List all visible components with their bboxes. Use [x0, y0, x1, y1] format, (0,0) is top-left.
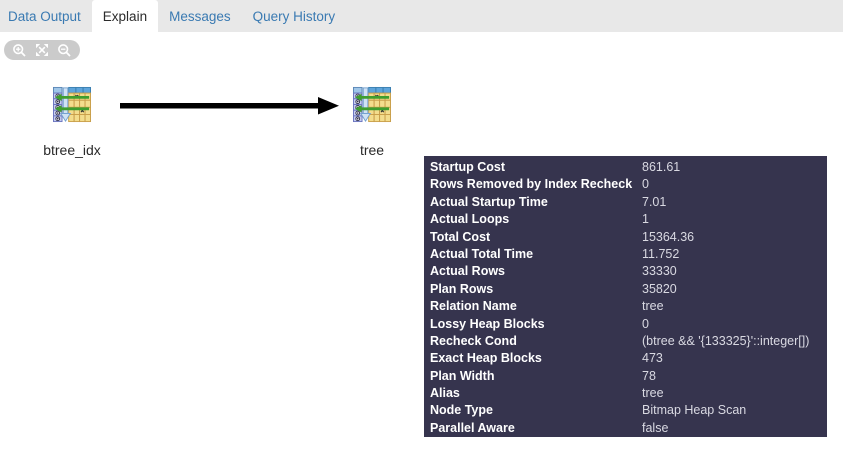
detail-row: Relation Name tree [430, 298, 827, 315]
tab-query-history[interactable]: Query History [252, 8, 336, 24]
plan-node-btree-idx[interactable]: btree_idx [12, 86, 132, 158]
plan-node-label: btree_idx [43, 142, 101, 158]
detail-value: 861.61 [642, 160, 681, 174]
detail-value: tree [642, 299, 664, 314]
plan-edge-arrow [119, 94, 340, 122]
plan-node-tree[interactable]: tree [312, 86, 432, 158]
bitmap-index-scan-icon [53, 86, 91, 123]
detail-row: Lossy Heap Blocks 0 [430, 316, 827, 333]
detail-label: Lossy Heap Blocks [430, 316, 545, 331]
detail-label: Plan Width [430, 368, 495, 383]
detail-row: Exact Heap Blocks 473 [430, 350, 827, 367]
detail-value: Bitmap Heap Scan [642, 403, 747, 418]
detail-label: Node Type [430, 403, 493, 418]
detail-label: Rows Removed by Index Recheck [430, 177, 633, 192]
detail-value: 0 [642, 177, 649, 192]
detail-value: 15364.36 [642, 229, 695, 244]
detail-row: Actual Total Time 11.752 [430, 246, 827, 263]
detail-row: Recheck Cond (btree && '{133325}'::intege… [430, 333, 827, 350]
detail-row: Plan Width 78 [430, 368, 827, 385]
detail-label: Actual Total Time [430, 246, 534, 261]
bitmap-heap-scan-icon [353, 86, 391, 123]
detail-label: Plan Rows [430, 281, 494, 296]
detail-label: Actual Startup Time [430, 194, 548, 209]
tab-messages[interactable]: Messages [169, 8, 231, 24]
detail-value: 35820 [642, 281, 677, 296]
detail-row: Actual Loops 1 [430, 211, 827, 228]
zoom-toolbar [4, 40, 80, 60]
detail-row: Node Type Bitmap Heap Scan [430, 402, 827, 419]
detail-label: Total Cost [430, 229, 491, 244]
tab-explain[interactable]: Explain [91, 0, 159, 32]
detail-label: Startup Cost [430, 160, 505, 174]
detail-label: Actual Loops [430, 212, 510, 227]
detail-value: 33330 [642, 264, 677, 279]
detail-value: 473 [642, 351, 663, 366]
detail-value: 0 [642, 316, 649, 331]
plan-node-label: tree [359, 142, 385, 158]
detail-row: Actual Startup Time 7.01 [430, 194, 827, 211]
zoom-out-icon [57, 43, 72, 58]
explain-canvas: btree_idx tree Startup Cost 861.61 Rows R… [0, 32, 843, 450]
detail-label: Relation Name [430, 299, 517, 314]
detail-label: Actual Rows [430, 264, 506, 279]
zoom-in-icon [12, 43, 27, 58]
detail-label: Parallel Aware [430, 420, 515, 435]
tab-data-output[interactable]: Data Output [8, 8, 81, 24]
detail-row: Total Cost 15364.36 [430, 229, 827, 246]
detail-value: (btree && '{133325}'::integer[]) [642, 333, 810, 348]
detail-label: Alias [430, 386, 460, 401]
zoom-to-fit-icon [35, 43, 49, 57]
tab-bar: Data Output Explain Messages Query Histo… [0, 0, 843, 32]
detail-row: Alias tree [430, 385, 827, 402]
detail-row: Parallel Aware false [430, 420, 827, 437]
zoom-out-button[interactable] [55, 41, 75, 59]
detail-row: Actual Rows 33330 [430, 263, 827, 280]
detail-label: Exact Heap Blocks [430, 351, 542, 366]
detail-row: Plan Rows 35820 [430, 281, 827, 298]
detail-value: false [642, 420, 669, 435]
node-details-tooltip: Startup Cost 861.61 Rows Removed by Index… [424, 156, 827, 437]
detail-row: Rows Removed by Index Recheck 0 [430, 176, 827, 193]
detail-value: 78 [642, 368, 656, 383]
detail-label: Recheck Cond [430, 333, 517, 348]
detail-value: 1 [642, 212, 649, 227]
detail-value: 7.01 [642, 194, 667, 209]
detail-value: 11.752 [642, 246, 680, 261]
zoom-in-button[interactable] [9, 41, 29, 59]
detail-value: tree [642, 386, 664, 401]
detail-row: Startup Cost 861.61 [430, 159, 827, 176]
zoom-to-fit-button[interactable] [32, 41, 52, 59]
